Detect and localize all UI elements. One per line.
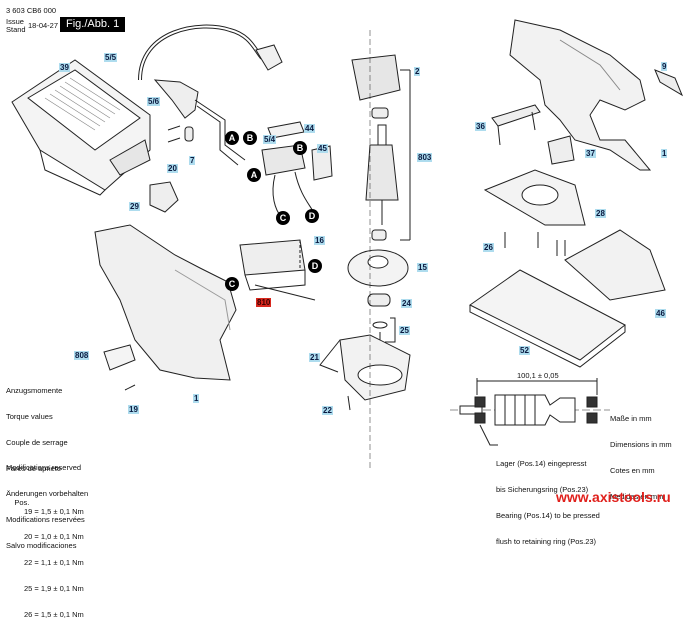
- connector-a-cord: A: [225, 131, 239, 145]
- part-label-7[interactable]: 7: [189, 156, 196, 165]
- connector-a-switch: A: [247, 168, 261, 182]
- part-label-46[interactable]: 46: [655, 309, 666, 318]
- part-label-5-6[interactable]: 5/6: [147, 97, 161, 106]
- modifications-de: Änderungen vorbehalten: [6, 488, 89, 498]
- dust-box-drawing: [11, 59, 151, 196]
- issue-date: 18-04-27: [28, 21, 59, 30]
- figure-title: Fig./Abb. 1: [60, 17, 126, 32]
- part-label-45[interactable]: 45: [317, 144, 328, 153]
- part-label-26[interactable]: 26: [483, 243, 494, 252]
- connector-b-switch: B: [293, 141, 307, 155]
- modifications-en: Modifications reserved: [6, 463, 82, 473]
- part-label-5-4[interactable]: 5/4: [263, 135, 277, 144]
- bearing-note-line: flush to retaining ring (Pos.23): [496, 536, 597, 546]
- part-label-9[interactable]: 9: [661, 62, 668, 71]
- part-label-24[interactable]: 24: [401, 299, 412, 308]
- part-label-25[interactable]: 25: [399, 326, 410, 335]
- torque-value: 22 = 1,1 ± 0,1 Nm: [24, 558, 84, 568]
- connector-d-wire: D: [305, 209, 319, 223]
- armature-detail-drawing: [450, 378, 610, 446]
- part-label-1-top[interactable]: 1: [661, 149, 668, 158]
- housing-half-drawing: [509, 19, 652, 171]
- torque-title-fr: Couple de serrage: [6, 437, 68, 447]
- torque-value: 19 = 1,5 ± 0,1 Nm: [24, 506, 84, 516]
- part-label-20[interactable]: 20: [167, 164, 178, 173]
- torque-title-es: Pares de apriete: [6, 463, 62, 473]
- units-es: Medidas en mm: [610, 491, 664, 501]
- connector-c-board: C: [225, 277, 239, 291]
- torque-title-de: Anzugsmomente: [6, 386, 63, 396]
- modifications-notice: Modifications reserved Änderungen vorbeh…: [6, 447, 88, 559]
- part-label-21[interactable]: 21: [309, 353, 320, 362]
- main-housing-drawing: [94, 224, 237, 381]
- torque-title-en: Torque values: [6, 411, 53, 421]
- modifications-es: Salvo modificaciones: [6, 540, 77, 550]
- armature-dimension: 100,1 ± 0,05: [517, 371, 559, 380]
- connector-d-board: D: [308, 259, 322, 273]
- units-de: Maße in mm: [610, 414, 652, 424]
- part-label-15[interactable]: 15: [417, 263, 428, 272]
- part-label-810[interactable]: 810: [256, 298, 272, 307]
- units-en: Dimensions in mm: [610, 439, 672, 449]
- part-label-52[interactable]: 52: [519, 346, 530, 355]
- bearing-note-line: bis Sicherungsring (Pos.23): [496, 484, 589, 494]
- part-label-22[interactable]: 22: [322, 406, 333, 415]
- part-label-29[interactable]: 29: [129, 202, 140, 211]
- modifications-fr: Modifications reservées: [6, 514, 85, 524]
- connector-c-wire: C: [276, 211, 290, 225]
- part-label-36[interactable]: 36: [475, 122, 486, 131]
- part-label-5-5[interactable]: 5/5: [104, 53, 118, 62]
- torque-value: 26 = 1,5 ± 0,1 Nm: [24, 609, 84, 619]
- part-label-44[interactable]: 44: [304, 124, 315, 133]
- issue-label: Issue: [6, 17, 24, 26]
- part-label-28[interactable]: 28: [595, 209, 606, 218]
- units-notes: Maße in mm Dimensions in mm Cotes en mm …: [610, 398, 672, 510]
- part-label-2[interactable]: 2: [414, 67, 421, 76]
- part-label-808[interactable]: 808: [74, 351, 90, 360]
- torque-value: 25 = 1,9 ± 0,1 Nm: [24, 583, 84, 593]
- stand-label: Stand: [6, 25, 26, 34]
- exploded-parts-drawing: [11, 19, 684, 470]
- part-label-19[interactable]: 19: [128, 405, 139, 414]
- part-label-16[interactable]: 16: [314, 236, 325, 245]
- torque-pos-label: Pos.: [14, 497, 30, 507]
- connector-b-cord: B: [243, 131, 257, 145]
- part-label-803[interactable]: 803: [417, 153, 433, 162]
- part-label-39[interactable]: 39: [59, 63, 70, 72]
- document-number: 3 603 CB6 000: [6, 6, 57, 15]
- part-label-1-bottom[interactable]: 1: [193, 394, 200, 403]
- bearing-note-line: Bearing (Pos.14) to be pressed: [496, 510, 600, 520]
- part-label-37[interactable]: 37: [585, 149, 596, 158]
- units-fr: Cotes en mm: [610, 465, 655, 475]
- watermark-link[interactable]: www.axistools.ru: [556, 489, 671, 505]
- bearing-note-line: Lager (Pos.14) eingepresst: [496, 459, 587, 469]
